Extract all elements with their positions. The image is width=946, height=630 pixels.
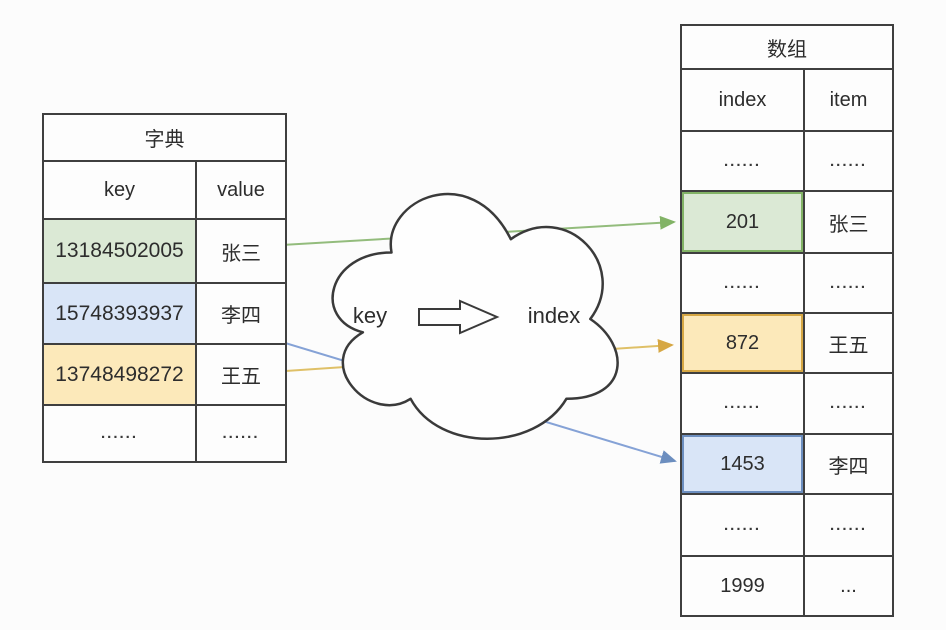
item-cell: ......: [829, 274, 867, 292]
table-row: 872 王五: [682, 314, 892, 374]
key-cell: 13748498272: [44, 345, 197, 404]
value-cell: ......: [222, 425, 260, 442]
column-header-key: key: [44, 162, 197, 218]
value-cell: 张三: [221, 242, 261, 265]
table-row: ...... ......: [682, 495, 892, 557]
column-header-index: index: [682, 70, 805, 130]
cloud-index-label: index: [527, 303, 581, 328]
dictionary-table-title: 字典: [44, 115, 285, 162]
item-cell: ......: [829, 395, 867, 412]
index-cell: ......: [682, 254, 805, 312]
value-cell: 李四: [221, 305, 261, 327]
array-table: 数组 index item ...... ...... 201 张三 .....…: [680, 24, 894, 617]
table-row: ...... ......: [682, 254, 892, 314]
item-cell: ......: [829, 516, 867, 534]
index-cell: ......: [682, 495, 805, 555]
table-row: 1453 李四: [682, 435, 892, 495]
key-cell: 15748393937: [44, 284, 197, 343]
item-cell: 张三: [828, 213, 869, 236]
header-row: key value: [44, 162, 285, 220]
item-cell: ...: [840, 574, 857, 597]
index-cell: 201: [682, 192, 805, 252]
table-row: 15748393937 李四: [44, 284, 285, 345]
item-cell: 李四: [828, 455, 869, 478]
table-row: ...... ......: [682, 132, 892, 192]
dictionary-table: 字典 key value 13184502005 张三 15748393937 …: [42, 113, 287, 463]
table-row: 1999 ...: [682, 557, 892, 615]
table-row: 201 张三: [682, 192, 892, 254]
item-cell: ......: [829, 152, 867, 170]
index-cell: 872: [682, 314, 805, 372]
transform-arrow-icon: [418, 299, 500, 335]
value-cell: 王五: [221, 366, 261, 388]
index-cell: 1453: [682, 435, 805, 493]
table-row: 13184502005 张三: [44, 220, 285, 284]
index-cell: ......: [682, 374, 805, 433]
item-cell: 王五: [828, 334, 869, 357]
table-row: ...... ......: [44, 406, 285, 461]
index-cell: 1999: [682, 557, 805, 615]
column-header-item: item: [829, 88, 868, 111]
column-header-value: value: [217, 178, 265, 201]
array-table-title: 数组: [682, 26, 892, 70]
index-cell: ......: [682, 132, 805, 190]
key-cell: ......: [44, 406, 197, 461]
header-row: index item: [682, 70, 892, 132]
cloud-key-label: key: [352, 303, 388, 328]
table-row: ...... ......: [682, 374, 892, 435]
table-row: 13748498272 王五: [44, 345, 285, 406]
key-cell: 13184502005: [44, 220, 197, 282]
